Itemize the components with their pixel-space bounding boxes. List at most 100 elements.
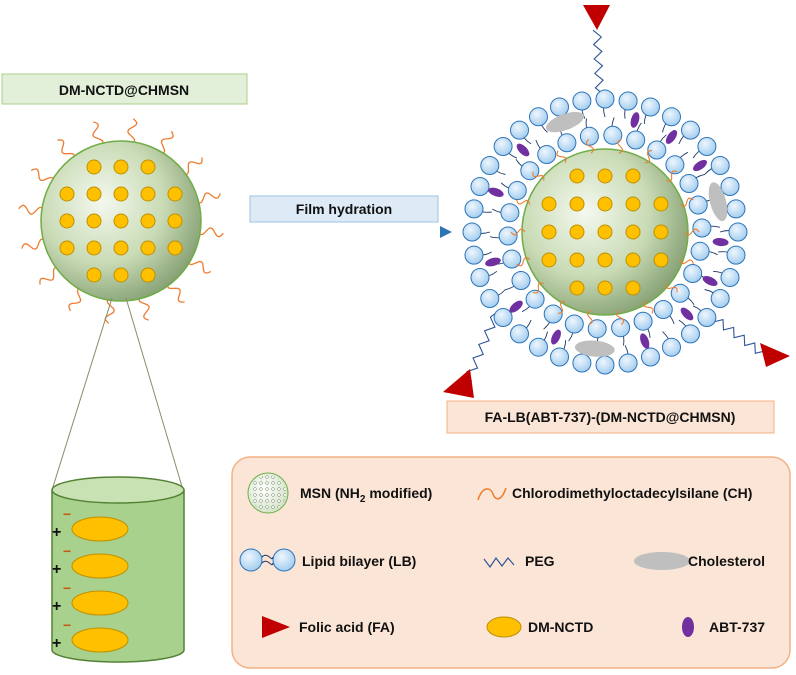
- plus-charge: +: [52, 524, 61, 541]
- ch-chain: [30, 168, 55, 184]
- peg-chain: [592, 29, 605, 103]
- ch-chain: [615, 310, 625, 325]
- lipid-head: [688, 195, 708, 215]
- peg-chain: [466, 311, 498, 382]
- dm-nctd-dot: [597, 168, 613, 184]
- dm-nctd-dot-group: [59, 159, 183, 283]
- ch-chain: [181, 157, 203, 175]
- dm-nctd-dot: [167, 240, 183, 256]
- abt-737: [712, 238, 729, 247]
- dm-nctd-ellipse: [71, 516, 129, 542]
- lipid-head: [510, 120, 529, 140]
- ch-chain-group-right: [510, 138, 700, 326]
- legend-lb-label: Lipid bilayer (LB): [302, 553, 416, 569]
- lipid-head: [726, 199, 746, 219]
- lipid-head: [697, 308, 717, 327]
- ch-chain: [665, 283, 678, 293]
- ch-chain: [127, 118, 138, 146]
- lipid-head: [641, 97, 660, 117]
- dm-nctd-dot: [113, 186, 129, 202]
- lipid-head: [647, 140, 667, 160]
- lipid-head: [502, 249, 522, 269]
- dm-nctd-dot: [113, 240, 129, 256]
- abt-737: [551, 329, 561, 345]
- left-title-box: DM-NCTD@CHMSN: [1, 73, 248, 105]
- dm-nctd-dot: [113, 159, 129, 175]
- dm-nctd-dot: [569, 280, 585, 296]
- dm-nctd-dot: [597, 252, 613, 268]
- lipid-head: [529, 107, 548, 127]
- lipid-head: [579, 126, 599, 146]
- lipid-head: [681, 324, 700, 344]
- legend-dm-label: DM-NCTD: [528, 619, 593, 635]
- ch-chain: [196, 227, 224, 238]
- lipid-head: [690, 241, 710, 261]
- lipid-head: [633, 311, 653, 331]
- legend-peg-label: PEG: [525, 553, 555, 569]
- lipid-head: [557, 133, 577, 153]
- lipid-head: [626, 130, 646, 150]
- abt-737: [693, 159, 707, 172]
- ch-chain: [617, 138, 624, 154]
- lipid-head: [470, 177, 490, 196]
- ch-chain: [516, 199, 531, 205]
- abt-737: [702, 276, 718, 286]
- abt-737-group: [485, 112, 729, 349]
- ch-chain: [585, 139, 595, 154]
- abt-737: [485, 257, 501, 267]
- lipid-head: [720, 268, 740, 287]
- lipid-head: [480, 156, 500, 175]
- lipid-head: [462, 222, 482, 242]
- ch-chain: [138, 294, 150, 321]
- abt-737: [640, 333, 650, 349]
- film-hydration-box: Film hydration: [249, 195, 439, 223]
- legend-msn-icon: [247, 472, 289, 514]
- dm-nctd-dot: [653, 252, 669, 268]
- ch-chain: [643, 301, 654, 314]
- cholesterol: [574, 340, 615, 357]
- ch-chain: [516, 257, 531, 267]
- folic-acid-triangle: [760, 343, 790, 367]
- dm-nctd-dot: [86, 267, 102, 283]
- lipid-head: [511, 271, 531, 290]
- lipid-head: [525, 289, 545, 309]
- lipid-head: [683, 264, 703, 283]
- dm-nctd-dot: [569, 252, 585, 268]
- right-title-box: FA-LB(ABT-737)-(DM-NCTD@CHMSN): [446, 400, 775, 434]
- dm-nctd-ellipse: [71, 590, 129, 616]
- dm-nctd-dot: [59, 240, 75, 256]
- legend-peg-icon: [483, 556, 515, 569]
- abt-737: [509, 300, 523, 313]
- lipid-head: [728, 222, 748, 242]
- legend-folic-icon: [262, 616, 290, 638]
- ch-chain: [532, 282, 544, 294]
- lipid-head: [662, 107, 681, 127]
- dm-nctd-dot: [167, 186, 183, 202]
- dm-nctd-dot: [625, 224, 641, 240]
- folic-acid-triangle: [443, 369, 474, 398]
- legend-abt-label: ABT-737: [709, 619, 765, 635]
- lipid-head: [543, 304, 563, 324]
- ch-chain: [68, 287, 84, 312]
- lipid-head: [564, 314, 584, 334]
- dm-nctd-dot: [625, 196, 641, 212]
- lipid-head: [507, 181, 527, 200]
- peg-chain-group: [466, 29, 766, 382]
- dm-nctd-dot: [140, 213, 156, 229]
- right-title: FA-LB(ABT-737)-(DM-NCTD@CHMSN): [485, 409, 736, 425]
- dm-nctd-dot: [625, 280, 641, 296]
- lipid-head: [697, 137, 717, 156]
- legend-abt-icon: [682, 617, 694, 637]
- dm-nctd-ellipse: [71, 627, 129, 653]
- dm-nctd-dot: [653, 224, 669, 240]
- dm-nctd-dot: [140, 159, 156, 175]
- process-arrow: [247, 226, 452, 238]
- dm-nctd-dot: [597, 280, 613, 296]
- ch-chain: [510, 228, 526, 236]
- plus-charge: +: [52, 598, 61, 615]
- legend-cholesterol-label: Cholesterol: [688, 553, 765, 569]
- ch-chain: [57, 139, 75, 161]
- ch-chain: [684, 228, 700, 236]
- ch-chain: [679, 259, 694, 265]
- dm-nctd-dot: [140, 240, 156, 256]
